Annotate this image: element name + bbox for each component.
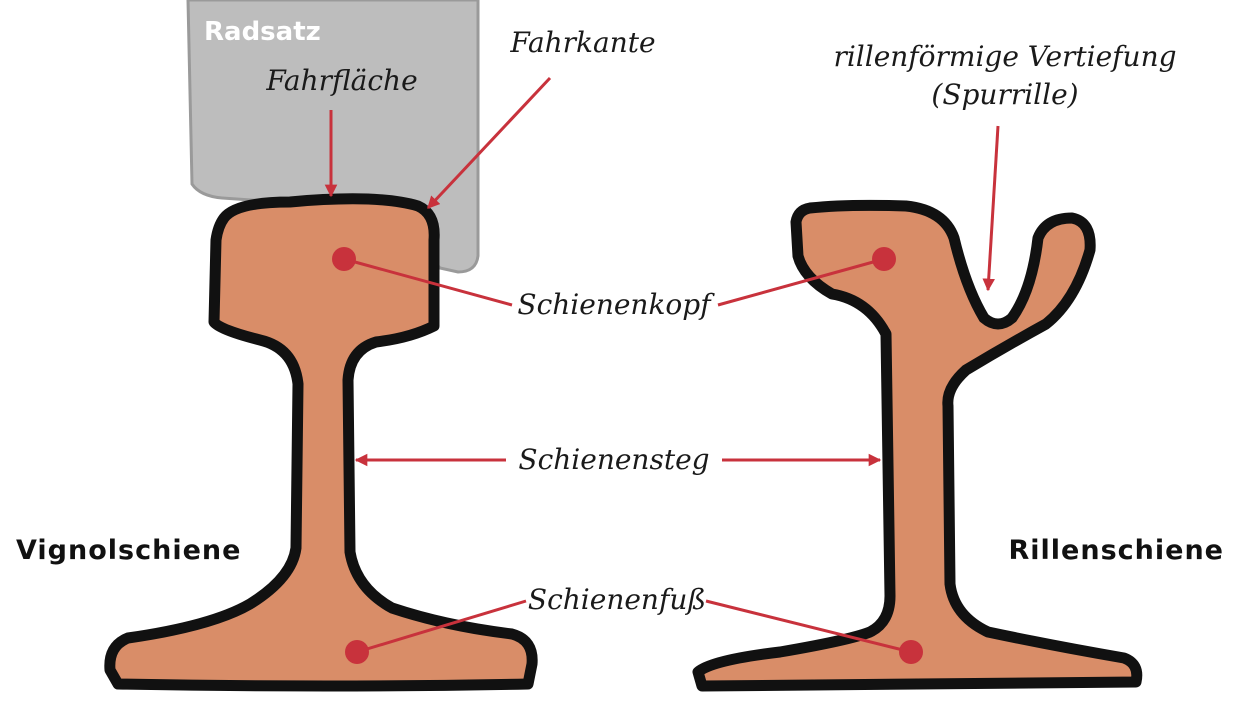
running-edge-label: Fahrkante xyxy=(509,26,655,59)
rail-foot-label: Schienenfuß xyxy=(528,583,706,616)
groove-arrow xyxy=(982,125,1000,292)
rail-head-leader-left xyxy=(343,257,513,307)
grooved-rail-title: Rillenschiene xyxy=(1009,535,1225,566)
running-surface-label: Fahrfläche xyxy=(265,64,417,97)
rail-foot-leader-left xyxy=(356,599,527,654)
rail-head-label: Schienenkopf xyxy=(517,288,715,321)
flat-bottom-rail-shape xyxy=(104,193,538,692)
groove-label-line2: (Spurrille) xyxy=(931,78,1078,111)
running-edge-arrow xyxy=(426,76,552,210)
rail-foot-leader-right xyxy=(705,599,912,654)
rail-head-leader-right xyxy=(717,257,885,307)
wheelset-label: Radsatz xyxy=(204,17,321,47)
groove-label-line1: rillenförmige Vertiefung xyxy=(833,40,1176,73)
flat-bottom-rail-title: Vignolschiene xyxy=(16,535,241,566)
rail-web-label: Schienensteg xyxy=(518,443,709,476)
grooved-rail-shape xyxy=(692,199,1143,692)
